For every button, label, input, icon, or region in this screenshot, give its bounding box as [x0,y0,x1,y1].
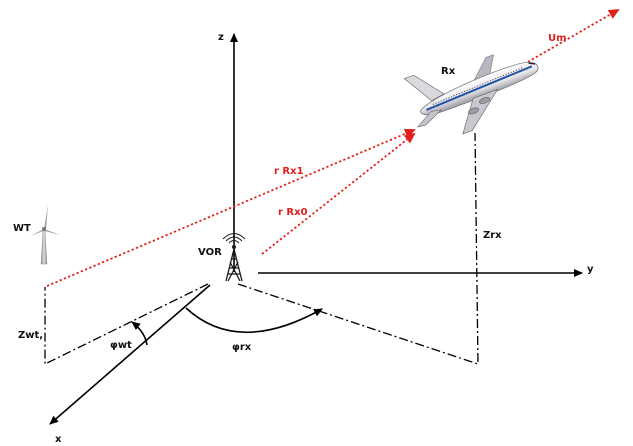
r-rx0-label: r Rx0 [278,207,308,218]
zrx-label: Zrx [483,230,502,241]
signal-path-r-rx0 [261,132,416,255]
radio-tower-icon [222,233,246,282]
phi-wt-label: φwt [110,340,132,351]
wind-turbine-projection-line [44,283,209,366]
wt-label: WT [13,223,31,234]
r-rx1-label: r Rx1 [274,166,304,177]
airplane-icon [403,54,539,135]
x-axis-line [49,284,211,425]
phi-wt-arc [131,321,148,346]
y-axis-label: y [587,264,594,275]
phi-rx-label: φrx [232,342,252,353]
um-label: Um [548,33,567,44]
vor-label: VOR [198,247,222,258]
x-axis-label: x [55,434,62,445]
z-axis-label: z [218,32,224,43]
wind-turbine-icon [30,205,60,265]
zwt-label: Zwt, [18,330,43,341]
phi-rx-arc [185,307,323,333]
rx-label: Rx [441,66,456,77]
signal-path-r-rx1 [46,128,416,287]
